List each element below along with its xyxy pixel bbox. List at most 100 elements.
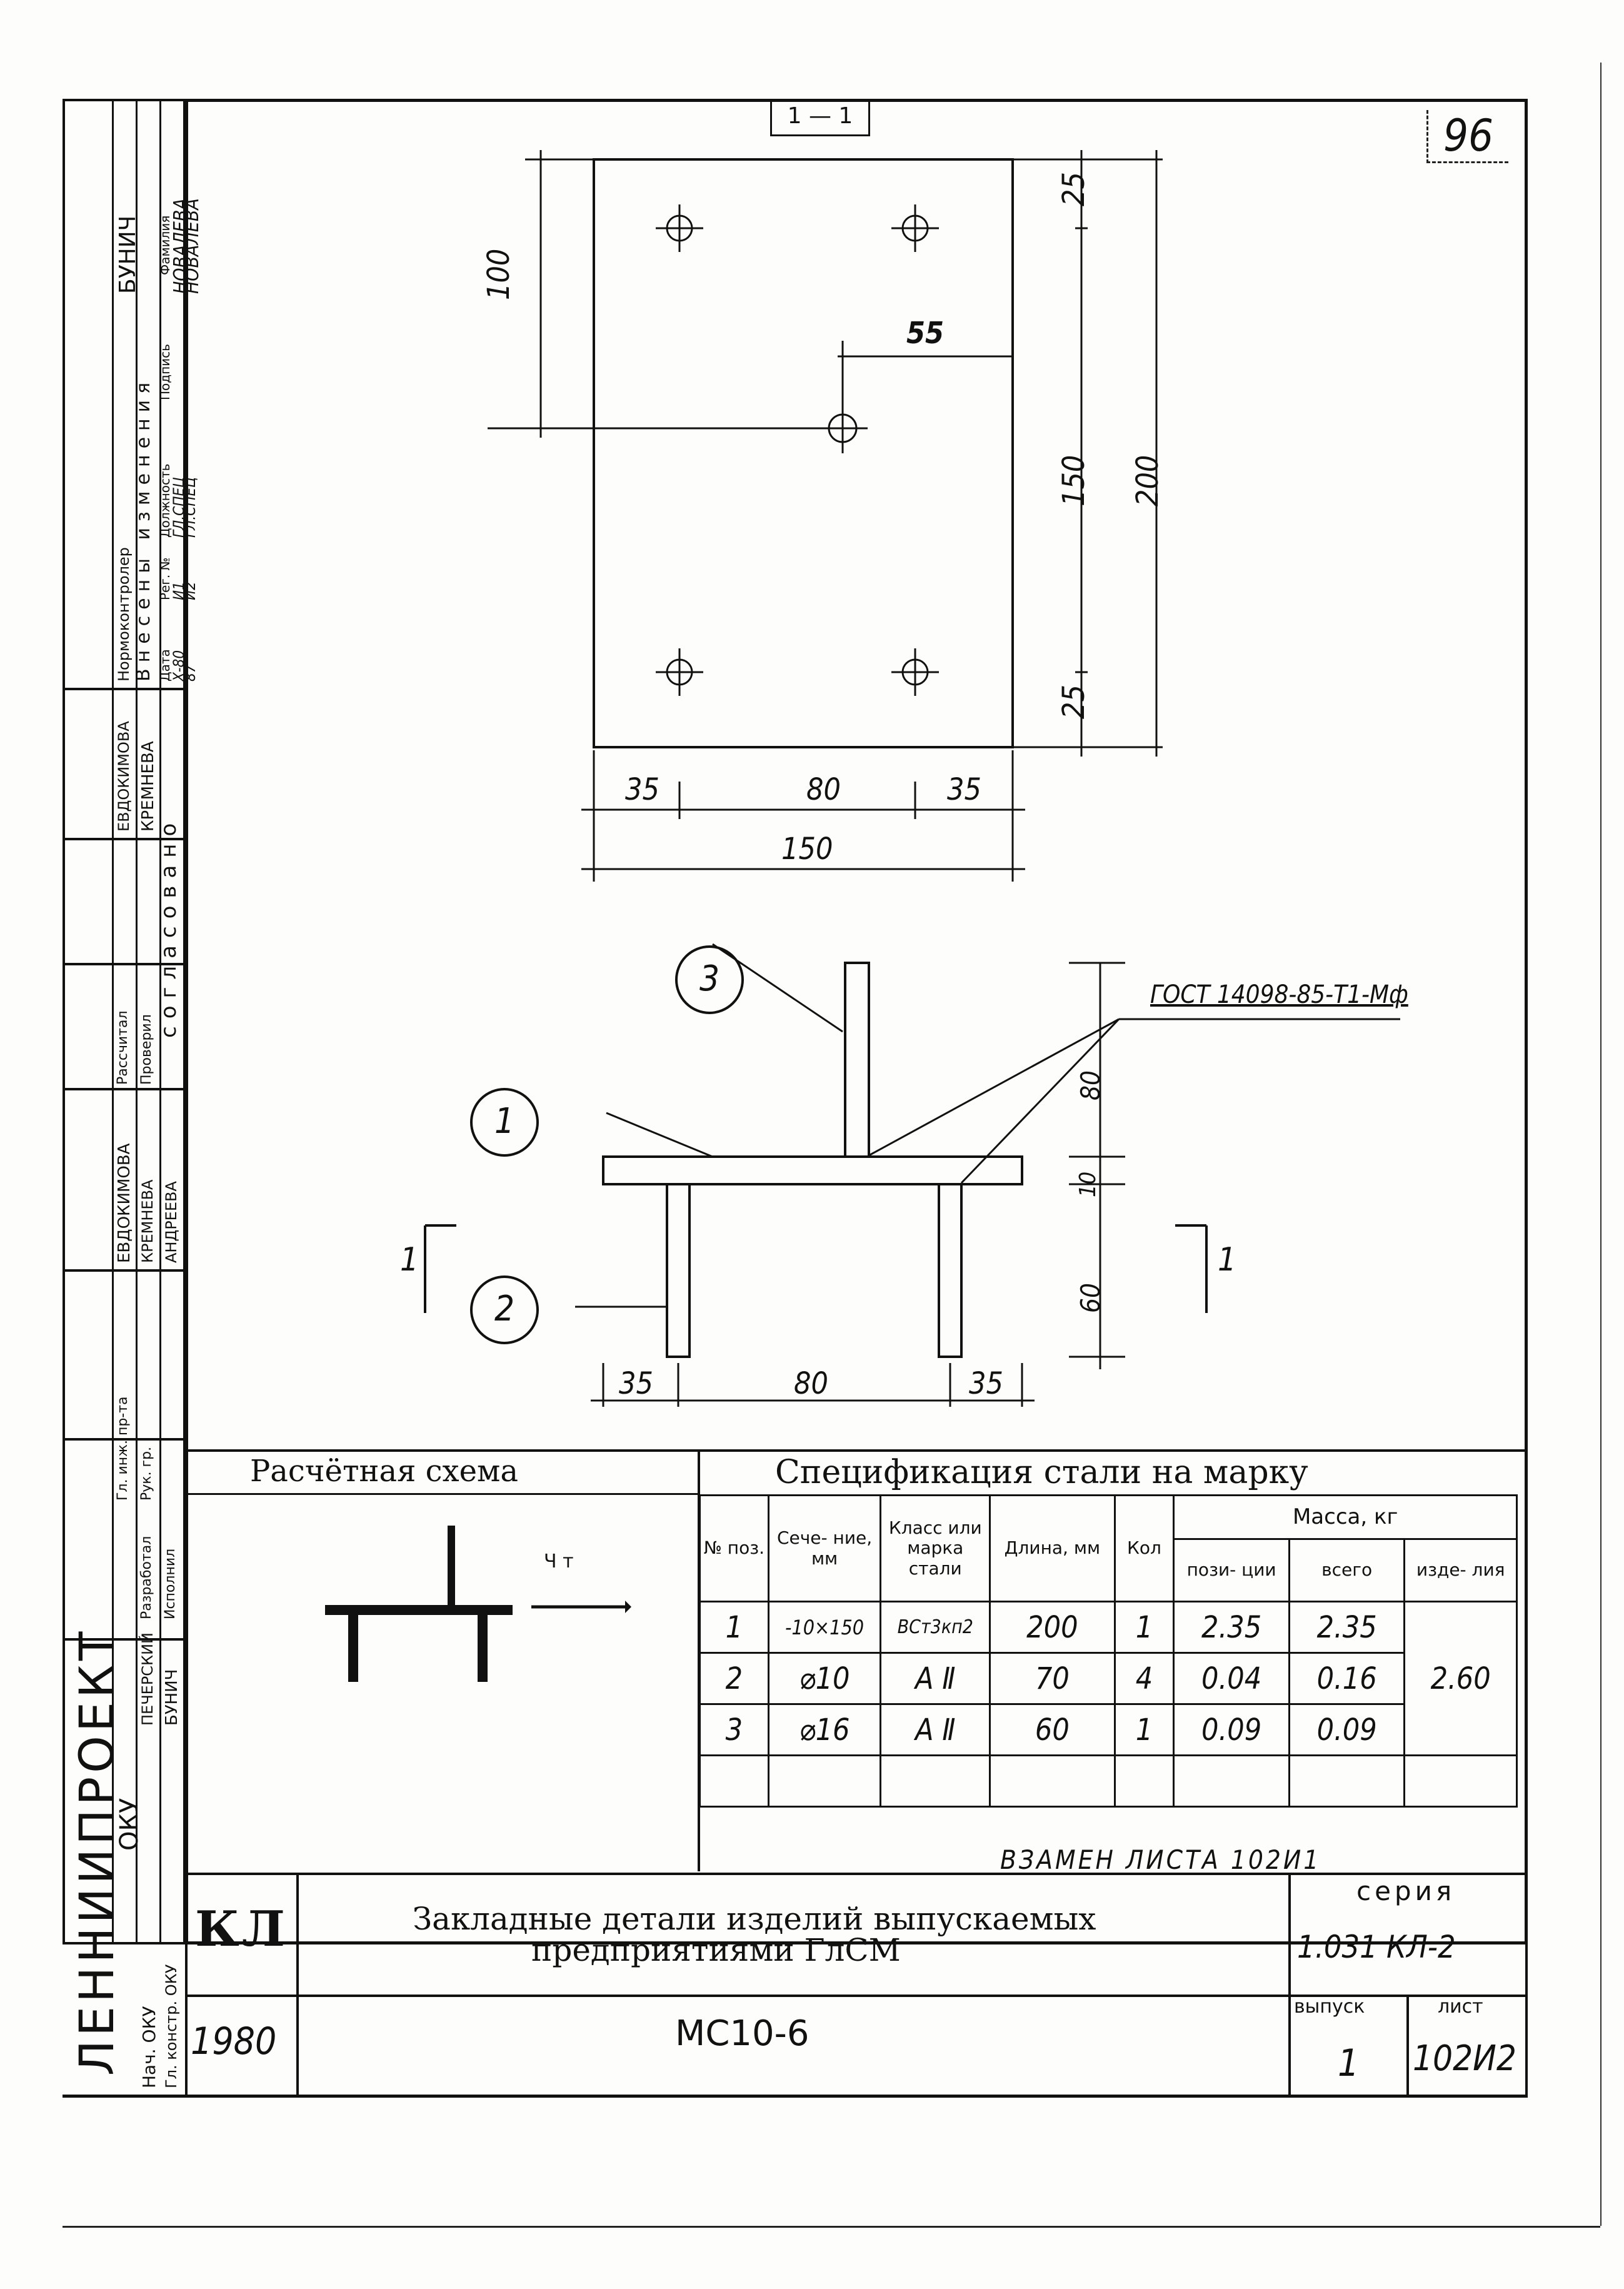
weld-note: ГОСТ 14098-85-Т1-Мф <box>1150 980 1408 1009</box>
dim-text-150: 150 <box>781 832 833 867</box>
dim-text-35-right: 35 <box>947 772 981 807</box>
header-mass-item: изде- лия <box>1403 1538 1518 1602</box>
role-calculated: Рассчитал <box>115 1010 131 1085</box>
scheme-divider <box>185 1493 698 1495</box>
section-mark-left: 1 <box>400 1241 419 1279</box>
stamp-column <box>63 99 185 1944</box>
issue-label: выпуск <box>1294 1996 1365 2018</box>
dim-line-left <box>488 150 829 438</box>
dim-text-80-vert: 80 <box>1075 1070 1106 1100</box>
role-normkontrol: Нормоконтролер <box>115 547 133 682</box>
header-mass-total: всего <box>1288 1538 1406 1602</box>
name-evdokimova: ЕВДОКИМОВА <box>115 1143 134 1263</box>
dim-text-55: 55 <box>906 316 945 351</box>
role-checked: Проверил <box>139 1014 154 1085</box>
dim-line-hole-offset <box>838 341 1013 415</box>
stamp-rule-2 <box>63 838 185 840</box>
base-plate-section <box>602 1155 1023 1185</box>
tb-bottom-rule <box>63 2095 1528 2098</box>
header-qty: Кол <box>1113 1494 1175 1602</box>
agreed-label: согласовано <box>156 815 181 1038</box>
callout-2: 2 <box>470 1275 539 1344</box>
role-chief-constr: Гл. констр. ОКУ <box>163 1964 180 2088</box>
sheet-number: 96 <box>1426 110 1509 163</box>
sheet-value: 102И2 <box>1413 2038 1516 2079</box>
stud-right <box>938 1183 963 1358</box>
scheme-diagram <box>325 1526 631 1682</box>
tb-issue-divider <box>1406 1995 1409 2095</box>
role-developed: Разработал <box>139 1536 154 1619</box>
issue-value: 1 <box>1338 2041 1360 2085</box>
dim-text-top-25: 25 <box>1056 172 1091 206</box>
series-label: серия <box>1356 1876 1456 1906</box>
name-bunich2: БУНИЧ <box>163 1669 181 1726</box>
hole <box>656 204 703 252</box>
base-plate-plan <box>593 158 1014 748</box>
table-row-empty <box>699 1754 1518 1808</box>
item-mass: 2.60 <box>1403 1601 1518 1756</box>
stamp-rule-1 <box>63 688 185 690</box>
hole <box>891 648 939 696</box>
header-section: Сече- ние, мм <box>767 1494 882 1602</box>
role-signature: Подпись <box>158 344 173 400</box>
section-mark-right: 1 <box>1218 1241 1236 1279</box>
dim-text-elev-35-right: 35 <box>969 1366 1003 1401</box>
description-line2: предприятиями ГлСМ <box>531 1932 901 1968</box>
stamp-rule-3 <box>63 963 185 965</box>
change2-no: И2 <box>181 581 199 600</box>
role-group-lead: Рук. гр. <box>139 1446 154 1501</box>
elevation-view <box>424 943 1400 1407</box>
table-row: 1 -10×150 ВСт3кп2 200 1 2.35 2.35 2.60 <box>699 1601 1518 1756</box>
dim-text-60-vert: 60 <box>1075 1282 1106 1313</box>
header-mass: Масса, кг <box>1173 1494 1518 1540</box>
role-group-head: Гл. инж. пр-та <box>115 1396 131 1501</box>
sheet-label: лист <box>1438 1996 1483 2018</box>
stamp-rule-5 <box>63 1269 185 1272</box>
role-head-dept: Нач. ОКУ <box>139 2006 159 2088</box>
stud-left <box>666 1183 691 1358</box>
stamp-rule-4 <box>63 1088 185 1090</box>
logo: КЛ <box>195 1901 288 1958</box>
dim-text-elev-80: 80 <box>794 1366 828 1401</box>
bottom-trim-line <box>63 2226 1600 2228</box>
stamp-rule-7 <box>63 1638 185 1641</box>
spec-title: Спецификация стали на марку <box>775 1454 1308 1491</box>
dim-text-bottom-25: 25 <box>1056 685 1091 719</box>
callout-3: 3 <box>675 945 744 1014</box>
drawing-frame <box>185 99 1528 1944</box>
stud-top <box>844 962 870 1158</box>
callout-1: 1 <box>470 1088 539 1157</box>
dim-line-bottom <box>581 750 1025 882</box>
mark: МС10-6 <box>675 2013 809 2054</box>
dim-text-35-left: 35 <box>625 772 659 807</box>
section-mark: 1 — 1 <box>787 103 853 129</box>
org-name: ЛЕННИИПРОЕКТ <box>69 1627 124 2076</box>
name-evdokimova-2: ЕВДОКИМОВА <box>115 721 133 832</box>
tb-right-rule <box>1525 1873 1528 2096</box>
hole <box>656 648 703 696</box>
load-label: Ч т <box>544 1551 574 1572</box>
changes-label: Внесены изменения <box>133 376 154 682</box>
stamp-rule-6 <box>63 1438 185 1441</box>
change2-pos: ГЛ.СПЕЦ <box>181 477 199 538</box>
plan-view <box>488 150 1163 882</box>
right-trim-line <box>1600 63 1601 2226</box>
tb-divider-1 <box>296 1873 299 2095</box>
tb-divider-2 <box>1288 1873 1291 2095</box>
drawing-area <box>424 150 1400 1407</box>
change2-date: 87 <box>181 664 199 682</box>
dim-text-10: 10 <box>1075 1171 1101 1197</box>
description-line1: Закладные детали изделий выпускаемых <box>413 1901 1096 1937</box>
spec-table: № поз. Сече- ние, мм Класс или марка ста… <box>699 1494 1518 1808</box>
series-value: 1.031 КЛ-2 <box>1297 1929 1456 1965</box>
dim-text-elev-35-left: 35 <box>619 1366 653 1401</box>
replacement-note: ВЗАМЕН ЛИСТА 102И1 <box>1000 1844 1321 1875</box>
dim-text-100: 100 <box>481 248 516 300</box>
role-executed: Исполнил <box>163 1548 178 1619</box>
header-length: Длина, мм <box>989 1494 1116 1602</box>
tb-mid-rule <box>185 1995 1528 1997</box>
name-kremneva-2: КРЕМНЕВА <box>139 741 158 832</box>
dim-text-80: 80 <box>806 772 841 807</box>
dim-line-right <box>1013 150 1163 757</box>
header-pos: № поз. <box>699 1494 769 1602</box>
